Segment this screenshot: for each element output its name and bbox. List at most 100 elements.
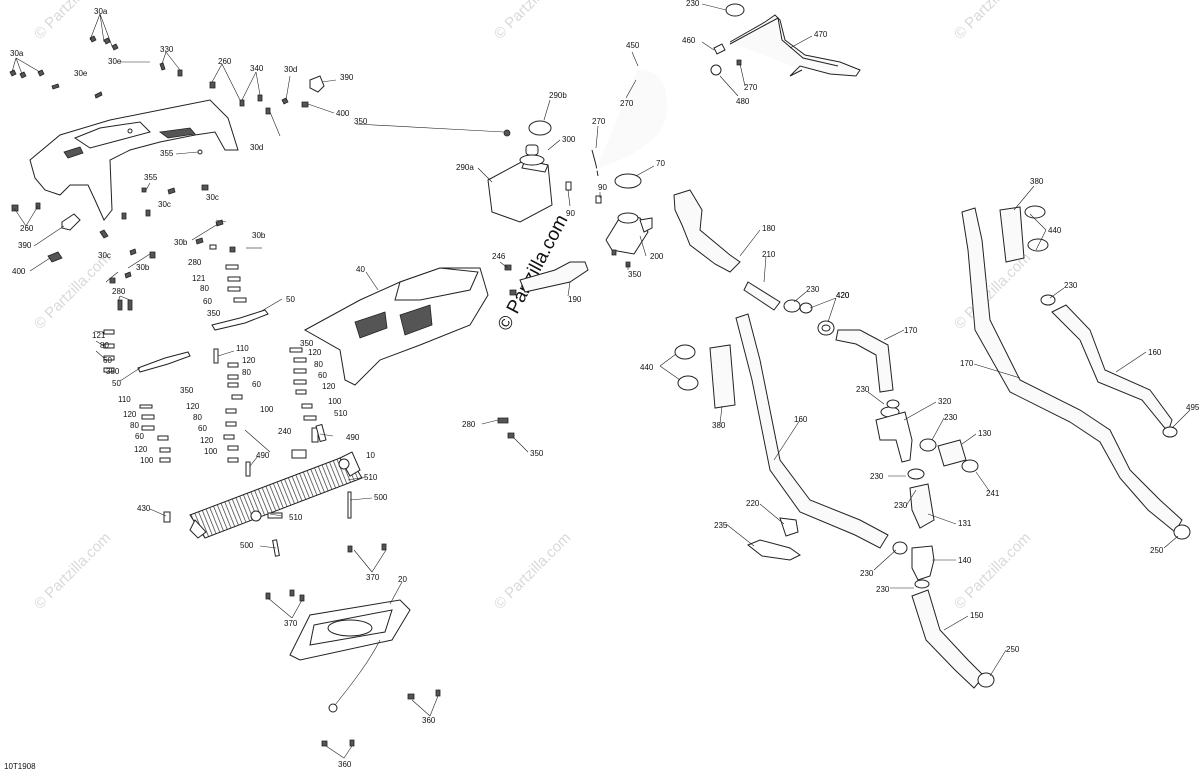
callout: 235 bbox=[714, 521, 728, 530]
callout: 30e bbox=[74, 69, 88, 78]
callout: 120 bbox=[200, 436, 214, 445]
watermarks: © Partzilla.com © Partzilla.com © Partzi… bbox=[31, 0, 1034, 613]
callout: 230 bbox=[870, 472, 884, 481]
hose-160-right bbox=[1040, 294, 1178, 438]
callout: 140 bbox=[958, 556, 972, 565]
callout: 210 bbox=[762, 250, 776, 259]
callout: 230 bbox=[856, 385, 870, 394]
callout: 240 bbox=[278, 427, 292, 436]
callout: 470 bbox=[814, 30, 828, 39]
callout: 355 bbox=[144, 173, 158, 182]
callout: 490 bbox=[256, 451, 270, 460]
callout: 380 bbox=[712, 421, 726, 430]
callout: 130 bbox=[978, 429, 992, 438]
callout: 260 bbox=[20, 224, 34, 233]
callout: 380 bbox=[1030, 177, 1044, 186]
callout: 220 bbox=[746, 499, 760, 508]
hose-450 bbox=[595, 67, 670, 171]
callout: 100 bbox=[140, 456, 154, 465]
callout: 120 bbox=[123, 410, 137, 419]
callout: 30b bbox=[252, 231, 266, 240]
callout: 400 bbox=[336, 109, 350, 118]
watermark: © Partzilla.com bbox=[951, 529, 1034, 612]
callout: 390 bbox=[340, 73, 354, 82]
hose-170-right bbox=[961, 207, 1191, 540]
callout: 50 bbox=[112, 379, 121, 388]
callout: 160 bbox=[1148, 348, 1162, 357]
callout: 500 bbox=[374, 493, 388, 502]
callout: 80 bbox=[130, 421, 139, 430]
callout: 60 bbox=[135, 432, 144, 441]
callouts: 30a 30a 30e 330 260 340 30d 390 400 30e … bbox=[10, 0, 1200, 769]
callout: 340 bbox=[250, 64, 264, 73]
watermark: © Partzilla.com bbox=[491, 0, 574, 43]
callout: 30b bbox=[136, 263, 150, 272]
callout: 20 bbox=[398, 575, 407, 584]
callout: 110 bbox=[236, 344, 249, 353]
callout: 30d bbox=[284, 65, 297, 74]
callout: 230 bbox=[944, 413, 958, 422]
callout: 270 bbox=[592, 117, 606, 126]
callout: 30a bbox=[94, 7, 108, 16]
watermark: © Partzilla.com bbox=[951, 249, 1034, 332]
callout: 30c bbox=[206, 193, 219, 202]
callout: 241 bbox=[986, 489, 1000, 498]
callout: 495 bbox=[1186, 403, 1200, 412]
callout: 160 bbox=[794, 415, 808, 424]
reservoir bbox=[265, 543, 441, 747]
callout: 230 bbox=[1064, 281, 1078, 290]
callout: 90 bbox=[566, 209, 575, 218]
callout: 270 bbox=[744, 83, 758, 92]
callout: 120 bbox=[322, 382, 336, 391]
callout: 500 bbox=[240, 541, 254, 550]
callout: 230 bbox=[876, 585, 890, 594]
callout: 100 bbox=[204, 447, 218, 456]
hose-190 bbox=[519, 261, 589, 293]
callout: 370 bbox=[284, 619, 298, 628]
callout: 350 bbox=[628, 270, 642, 279]
callout: 350 bbox=[207, 309, 221, 318]
callout: 510 bbox=[334, 409, 348, 418]
callout: 121 bbox=[92, 331, 106, 340]
callout: 355 bbox=[160, 149, 174, 158]
radiator bbox=[163, 423, 363, 557]
callout: 300 bbox=[562, 135, 576, 144]
callout: 350 bbox=[530, 449, 544, 458]
callout: 230 bbox=[686, 0, 700, 8]
pipe-470 bbox=[710, 3, 861, 77]
watermark: © Partzilla.com bbox=[31, 249, 114, 332]
callout: 131 bbox=[958, 519, 972, 528]
leader-lines bbox=[11, 3, 1191, 759]
diagram-id: 10T1908 bbox=[4, 762, 36, 771]
hose-380-right bbox=[999, 205, 1049, 263]
callout: 120 bbox=[242, 356, 256, 365]
callout: 290b bbox=[549, 91, 567, 100]
thermostat-housing-200 bbox=[605, 212, 653, 268]
clamp-stacks bbox=[103, 244, 319, 463]
callout: 370 bbox=[366, 573, 380, 582]
callout: 290a bbox=[456, 163, 474, 172]
callout: 440 bbox=[640, 363, 654, 372]
callout: 100 bbox=[328, 397, 342, 406]
callout: 60 bbox=[318, 371, 327, 380]
callout: 60 bbox=[203, 297, 212, 306]
callout: 350 bbox=[180, 386, 194, 395]
callout: 70 bbox=[656, 159, 665, 168]
callout: 260 bbox=[218, 57, 232, 66]
callout: 230 bbox=[894, 501, 908, 510]
callout: 360 bbox=[422, 716, 436, 725]
callout: 30d bbox=[250, 143, 263, 152]
callout: 280 bbox=[462, 420, 476, 429]
duct-40 bbox=[303, 267, 489, 386]
callout: 230 bbox=[806, 285, 820, 294]
callout: 490 bbox=[346, 433, 360, 442]
callout: 170 bbox=[960, 359, 974, 368]
callout: 30b bbox=[174, 238, 188, 247]
callout: 30c bbox=[158, 200, 171, 209]
callout: 280 bbox=[188, 258, 202, 267]
callout: 430 bbox=[137, 504, 151, 513]
callout: 120 bbox=[186, 402, 200, 411]
callout: 80 bbox=[314, 360, 323, 369]
hose-180 bbox=[673, 189, 894, 393]
